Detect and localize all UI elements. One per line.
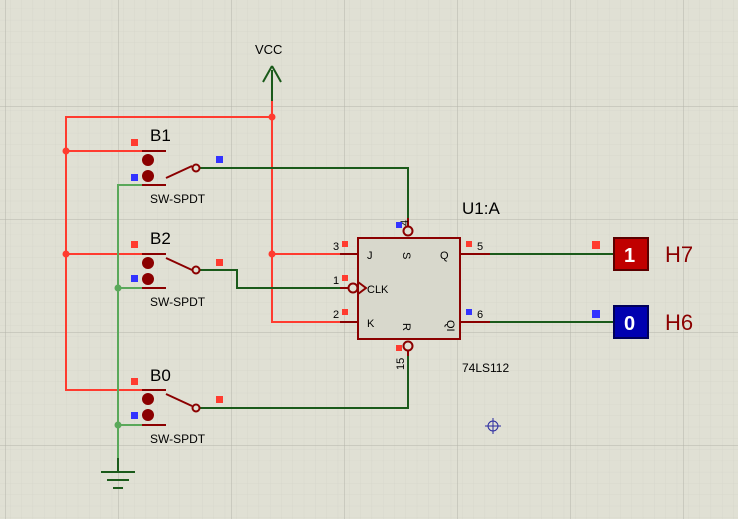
pin-r-name: R bbox=[400, 323, 412, 331]
chip-ref: U1:A bbox=[462, 199, 500, 218]
switch-model: SW-SPDT bbox=[150, 192, 206, 206]
pin-clk-name: CLK bbox=[367, 284, 389, 296]
origin-crosshair-icon bbox=[485, 418, 501, 434]
chip-74ls112[interactable]: U1:A 74LS112 J CLK K Q QI S R 3 1 2 5 6 bbox=[333, 199, 509, 375]
pin-k-name: K bbox=[367, 318, 375, 330]
clk-bubble bbox=[347, 282, 359, 294]
switch-b1[interactable]: B1 SW-SPDT bbox=[131, 126, 223, 206]
pin-j-num: 3 bbox=[333, 241, 339, 253]
probe-h6-label: H6 bbox=[665, 310, 693, 335]
set-bubble bbox=[402, 225, 414, 237]
switch-b0[interactable]: B0 SW-SPDT bbox=[131, 366, 223, 446]
pin-qb-num: 6 bbox=[477, 309, 483, 321]
reset-bubble bbox=[402, 340, 414, 352]
pin-j-name: J bbox=[367, 250, 373, 262]
switch-model: SW-SPDT bbox=[150, 432, 206, 446]
pin-q-num: 5 bbox=[477, 241, 483, 253]
probe-h7[interactable]: 1 H7 bbox=[592, 237, 693, 271]
chip-part: 74LS112 bbox=[462, 361, 509, 375]
switch-ref: B1 bbox=[150, 126, 171, 145]
switch-ref: B0 bbox=[150, 366, 171, 385]
pin-s-name: S bbox=[400, 252, 412, 259]
ground-wires bbox=[117, 184, 142, 470]
chip-body bbox=[357, 237, 461, 340]
vcc-junctions bbox=[62, 113, 276, 258]
pin-k-num: 2 bbox=[333, 309, 339, 321]
switch-ref: B2 bbox=[150, 229, 171, 248]
probe-h7-label: H7 bbox=[665, 242, 693, 267]
vcc-terminal[interactable]: VCC bbox=[255, 42, 282, 101]
probe-h6-body bbox=[613, 305, 649, 339]
probe-h7-body bbox=[613, 237, 649, 271]
switch-b2[interactable]: B2 SW-SPDT bbox=[131, 229, 223, 309]
pin-qb-name: QI bbox=[444, 320, 456, 332]
vcc-label: VCC bbox=[255, 42, 282, 57]
probe-h7-value: 1 bbox=[624, 245, 635, 267]
signal-wires bbox=[200, 167, 614, 409]
pin-clk-num: 1 bbox=[333, 275, 339, 287]
probe-h6[interactable]: 0 H6 bbox=[592, 305, 693, 339]
ground-symbol[interactable] bbox=[101, 458, 135, 489]
pin-q-name: Q bbox=[440, 250, 449, 262]
pin-s-num: 4 bbox=[399, 220, 411, 226]
ground-junctions bbox=[114, 284, 122, 429]
probe-h6-value: 0 bbox=[624, 313, 635, 335]
switch-model: SW-SPDT bbox=[150, 295, 206, 309]
pin-r-num: 15 bbox=[395, 358, 407, 370]
